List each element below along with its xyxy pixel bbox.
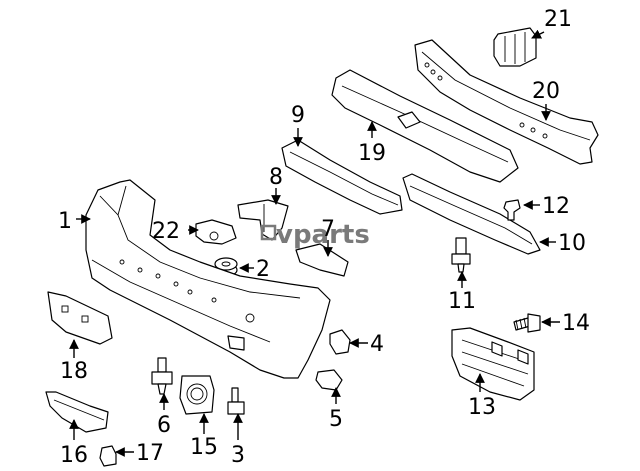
part-14-bolt [513,313,541,333]
callout-18: 18 [60,359,88,384]
watermark-text: vparts [276,220,370,250]
callout-5: 5 [329,407,343,432]
part-16-trim [45,391,109,433]
part-12-clip [503,199,521,221]
callout-9: 9 [291,103,305,128]
part-15-bezel [179,375,215,415]
part-11-bolt [451,237,471,273]
callout-15: 15 [190,435,218,460]
callout-19: 19 [358,141,386,166]
part-22-sensor [195,219,237,245]
part-10-lower-absorber [402,173,541,255]
callout-20: 20 [532,79,560,104]
callout-17: 17 [136,441,164,466]
watermark: vparts [260,220,370,250]
callout-14: 14 [562,311,590,336]
part-17-clip [99,445,117,467]
callout-6: 6 [157,413,171,438]
callout-3: 3 [231,443,245,468]
part-13-grille [451,327,535,401]
part-20-reinforcement-beam [414,39,599,165]
part-21-bracket [493,27,537,67]
part-4-clip [329,329,351,355]
callout-12: 12 [542,194,570,219]
part-19-absorber [331,69,519,183]
callout-13: 13 [468,395,496,420]
part-7-bracket [295,243,349,277]
callout-10: 10 [558,231,586,256]
part-1-bumper-cover [85,179,331,379]
callout-4: 4 [370,332,384,357]
callout-21: 21 [544,7,572,32]
leader-lines [69,29,560,457]
callout-16: 16 [60,443,88,468]
callout-8: 8 [269,165,283,190]
callout-7: 7 [321,217,335,242]
part-9-inner-absorber [281,139,403,215]
callout-labels: 1 2 3 4 5 6 7 8 9 10 11 12 13 14 15 16 1… [58,7,590,468]
part-6-screw [151,357,173,395]
part-3-screw [227,387,245,415]
part-18-license-bracket [47,291,113,345]
callout-2: 2 [256,257,270,282]
callout-22: 22 [152,219,180,244]
part-5-clip [315,369,343,391]
callout-1: 1 [58,209,72,234]
callout-11: 11 [448,289,476,314]
